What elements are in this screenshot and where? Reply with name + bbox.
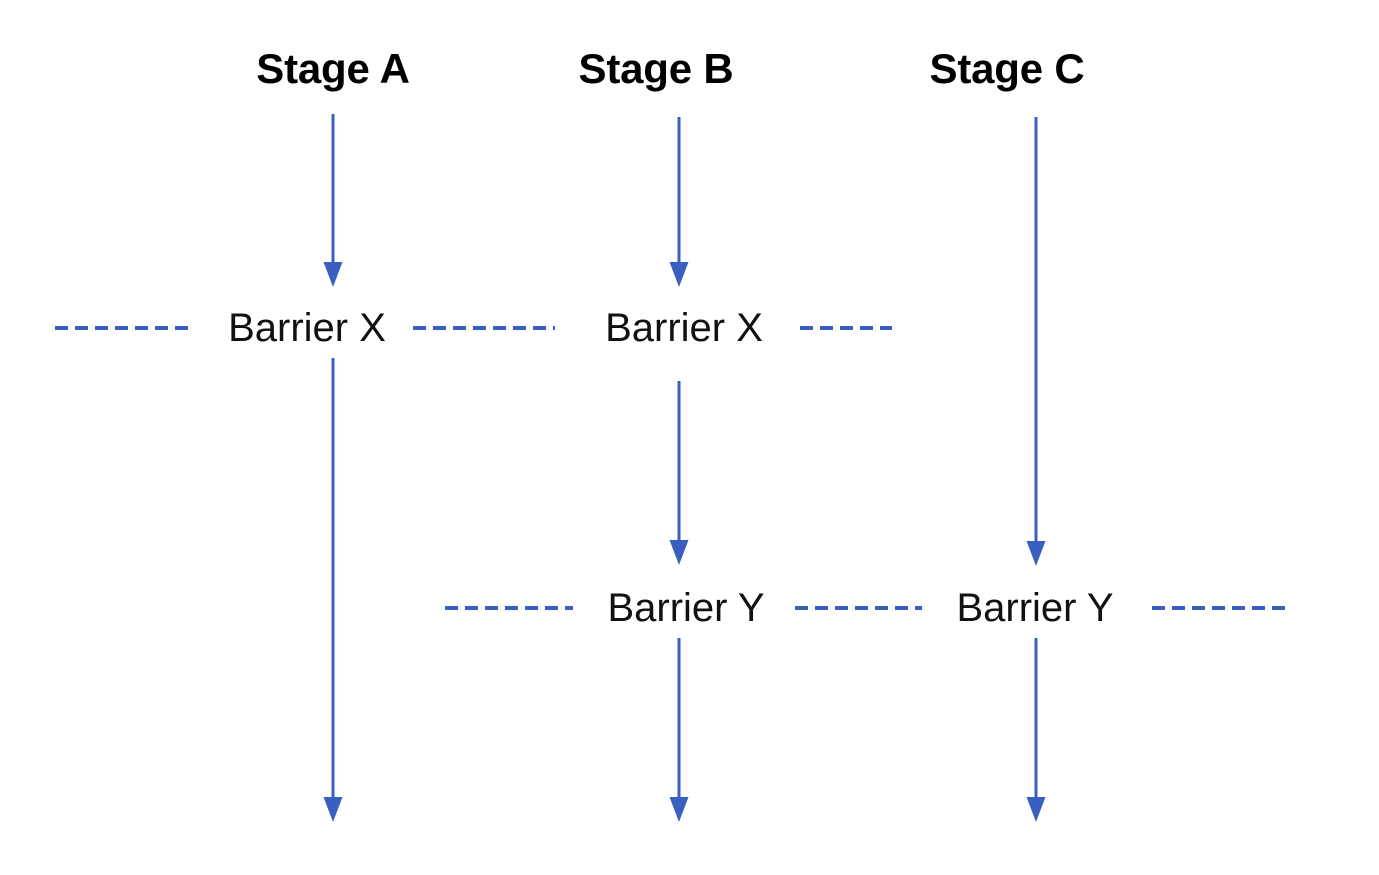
arrow-stage-a-to-barrier-x bbox=[322, 114, 344, 287]
dashed-connector-barrier-y-right bbox=[1152, 606, 1288, 610]
stage-header-a: Stage A bbox=[256, 45, 410, 92]
dashed-connector-barrier-y-left bbox=[445, 606, 573, 610]
barrier-label-x-stage-a: Barrier X bbox=[228, 306, 386, 350]
arrow-stage-c-to-barrier-y bbox=[1025, 117, 1047, 566]
arrow-stage-b-barrier-x-to-barrier-y bbox=[668, 381, 690, 565]
dashed-connector-barrier-x-right bbox=[800, 326, 892, 330]
stage-header-c: Stage C bbox=[929, 45, 1085, 92]
dashed-connector-barrier-x-a-to-b bbox=[413, 326, 555, 330]
barrier-label-x-stage-b: Barrier X bbox=[605, 306, 763, 350]
arrow-stage-a-downstream bbox=[322, 358, 344, 822]
arrow-stage-b-downstream bbox=[668, 638, 690, 822]
dashed-connector-barrier-y-b-to-c bbox=[795, 606, 922, 610]
arrow-stage-b-to-barrier-x bbox=[668, 117, 690, 287]
dashed-connector-barrier-x-left bbox=[55, 326, 193, 330]
arrow-stage-c-downstream bbox=[1025, 638, 1047, 822]
barrier-label-y-stage-c: Barrier Y bbox=[956, 586, 1114, 630]
stage-header-b: Stage B bbox=[578, 45, 734, 92]
barrier-label-y-stage-b: Barrier Y bbox=[607, 586, 765, 630]
